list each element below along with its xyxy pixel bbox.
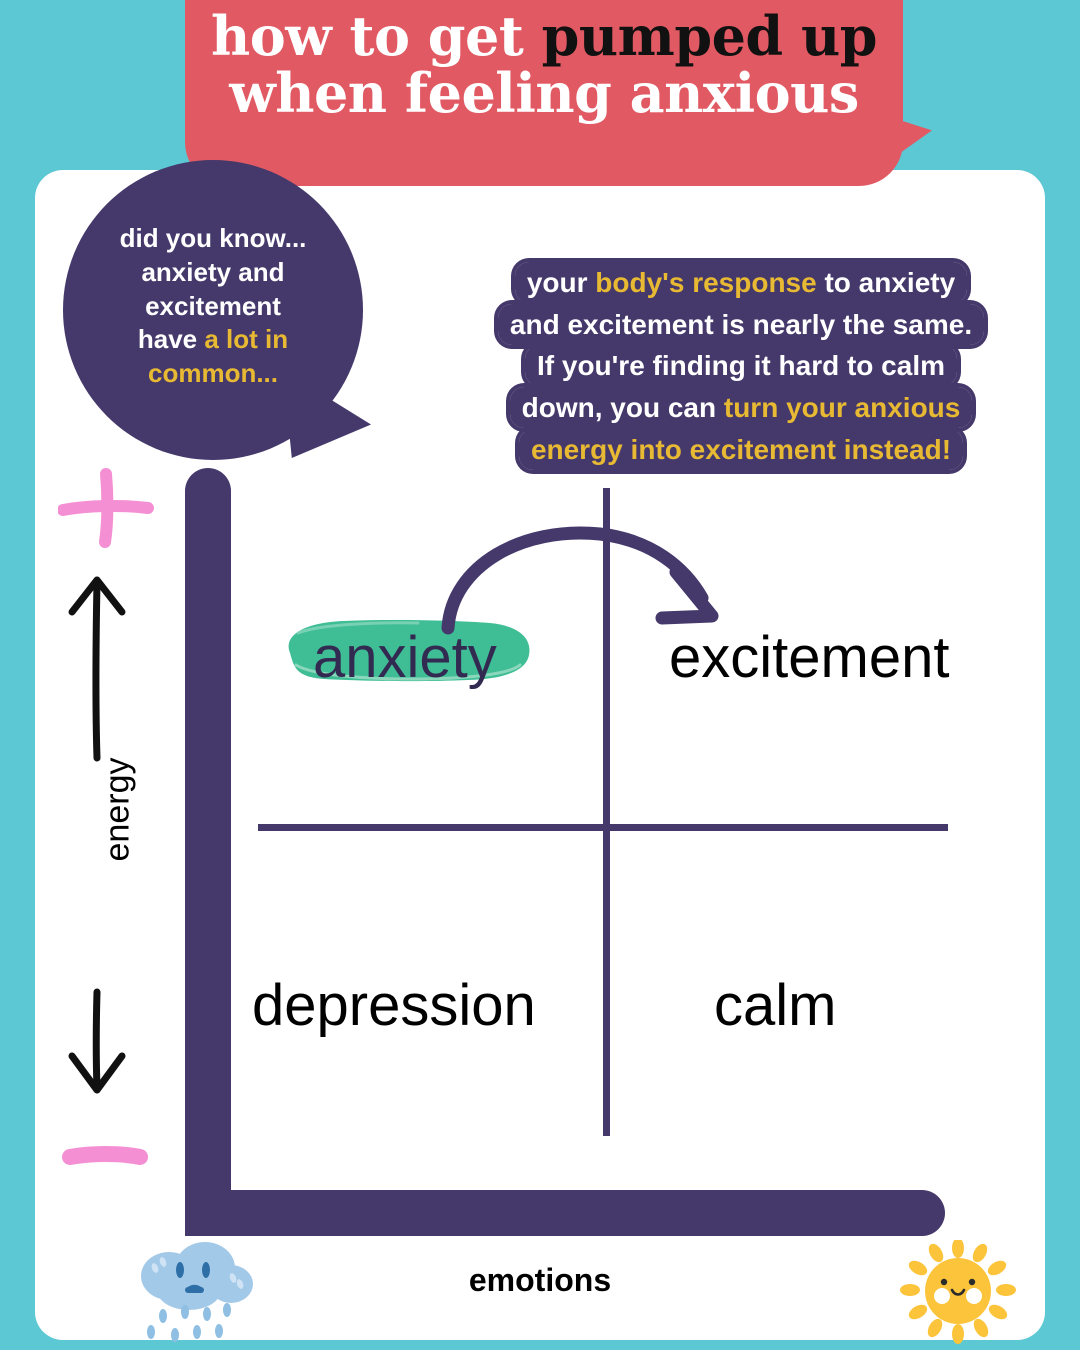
infobox-line-1-b: to anxiety: [816, 267, 956, 298]
infobox-line-1-highlight: body's response: [595, 267, 817, 298]
quadrant-label-anxiety: anxiety: [313, 625, 497, 690]
quadrant-label-excitement: excitement: [669, 625, 950, 690]
infobox-line-4-a: down, you can: [521, 392, 724, 424]
plus-sign-icon: [58, 468, 154, 548]
chart-y-axis-bar: [185, 468, 231, 1236]
infobox-line-1: your body's response to anxiety: [437, 262, 1045, 304]
up-arrow-icon: [68, 576, 126, 762]
down-arrow-icon: [68, 988, 126, 1094]
title-line-2: when feeling anxious: [229, 61, 859, 126]
bubble-line-4: have a lot in: [63, 323, 363, 357]
title-line-1-plain: how to get: [210, 4, 542, 68]
chart-x-axis-bar: [185, 1190, 945, 1236]
bubble-line-5: common...: [147, 358, 278, 389]
anxiety-highlight-blob: [288, 619, 530, 682]
bubble-line-1: did you know...: [119, 223, 307, 253]
happy-sun-icon: [900, 1240, 1016, 1344]
title-line-1: how to get pumped up: [210, 4, 878, 68]
bubble-line-3: excitement: [145, 290, 281, 321]
sad-rain-cloud-icon: [141, 1242, 253, 1342]
chart-vertical-divider: [603, 488, 610, 1136]
page-title: how to get pumped up when feeling anxiou…: [185, 7, 903, 126]
quadrant-label-depression: depression: [252, 973, 536, 1038]
bubble-line-2: anxiety and: [141, 256, 285, 287]
infobox-line-3: If you're finding it hard to calm: [437, 345, 1045, 387]
infobox-line-5: energy into excitement instead!: [437, 428, 1045, 471]
curved-arrow-icon: [441, 526, 719, 635]
bubble-line-4-plain: have: [137, 324, 205, 355]
bubble-line-4-highlight: a lot in: [204, 324, 289, 355]
minus-sign-icon: [62, 1146, 148, 1165]
infobox-line-4-highlight: turn your anxious: [723, 392, 961, 424]
quadrant-label-calm: calm: [714, 973, 837, 1038]
did-you-know-bubble: [63, 160, 363, 460]
y-axis-label: energy: [98, 757, 137, 862]
title-banner: [185, 0, 903, 186]
body-response-info-box: your body's response to anxiety and exci…: [437, 262, 1045, 471]
x-axis-label: emotions: [468, 1262, 612, 1298]
infobox-line-1-a: your: [526, 267, 596, 298]
infobox-line-2: and excitement is nearly the same.: [437, 303, 1045, 346]
did-you-know-text: did you know... anxiety and excitement h…: [63, 222, 363, 391]
title-line-1-emphasis: pumped up: [541, 4, 878, 68]
infobox-line-4: down, you can turn your anxious: [437, 387, 1045, 429]
